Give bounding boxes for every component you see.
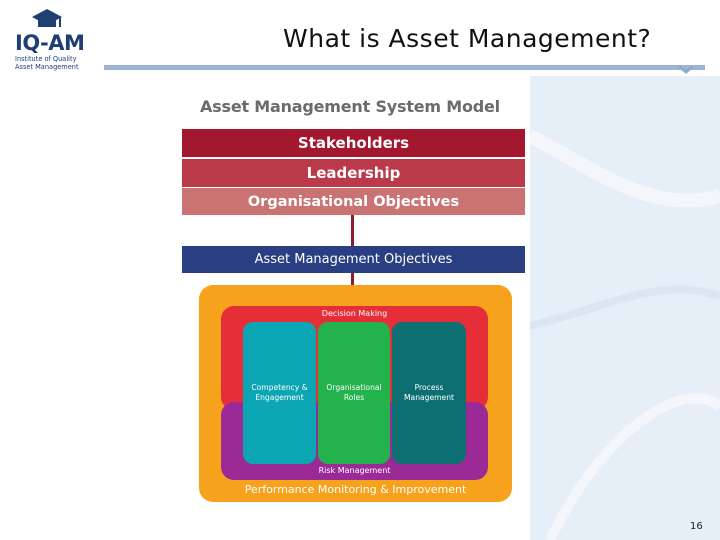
diagram-title: Asset Management System Model — [200, 97, 500, 116]
column-label-line: Roles — [343, 393, 365, 402]
leadership-band: Leadership — [182, 159, 525, 187]
connector-line — [351, 215, 354, 246]
chevron-down-icon — [678, 64, 694, 74]
risk-management-label: Risk Management — [318, 466, 391, 475]
graduation-cap-icon — [32, 9, 62, 27]
organisational-objectives-band: Organisational Objectives — [182, 188, 525, 215]
competency-engagement-box: Competency & Engagement — [243, 322, 316, 464]
column-label-line: Organisational — [326, 383, 382, 392]
page-number: 16 — [690, 521, 703, 532]
process-management-box: Process Management — [392, 322, 466, 464]
column-label-line: Competency & — [251, 383, 308, 392]
page-title: What is Asset Management? — [283, 24, 652, 53]
stakeholders-band: Stakeholders — [182, 129, 525, 157]
logo-subtitle: Institute of Quality Asset Management — [15, 55, 105, 71]
background-decoration — [530, 76, 720, 540]
logo-subtitle-line: Institute of Quality — [15, 55, 77, 63]
logo: IQ-AM Institute of Quality Asset Managem… — [12, 5, 102, 71]
logo-name: IQ-AM — [15, 31, 85, 55]
decision-making-label: Decision Making — [321, 309, 388, 318]
column-label-line: Engagement — [255, 393, 304, 402]
performance-monitoring-label: Performance Monitoring & Improvement — [244, 483, 467, 496]
logo-subtitle-line: Asset Management — [15, 62, 79, 71]
column-label-line: Management — [403, 393, 455, 402]
column-label-line: Process — [414, 383, 444, 392]
header-divider — [104, 65, 705, 70]
organisational-roles-box: Organisational Roles — [318, 322, 390, 464]
connector-line — [351, 273, 354, 285]
asset-management-objectives-band: Asset Management Objectives — [182, 246, 525, 273]
